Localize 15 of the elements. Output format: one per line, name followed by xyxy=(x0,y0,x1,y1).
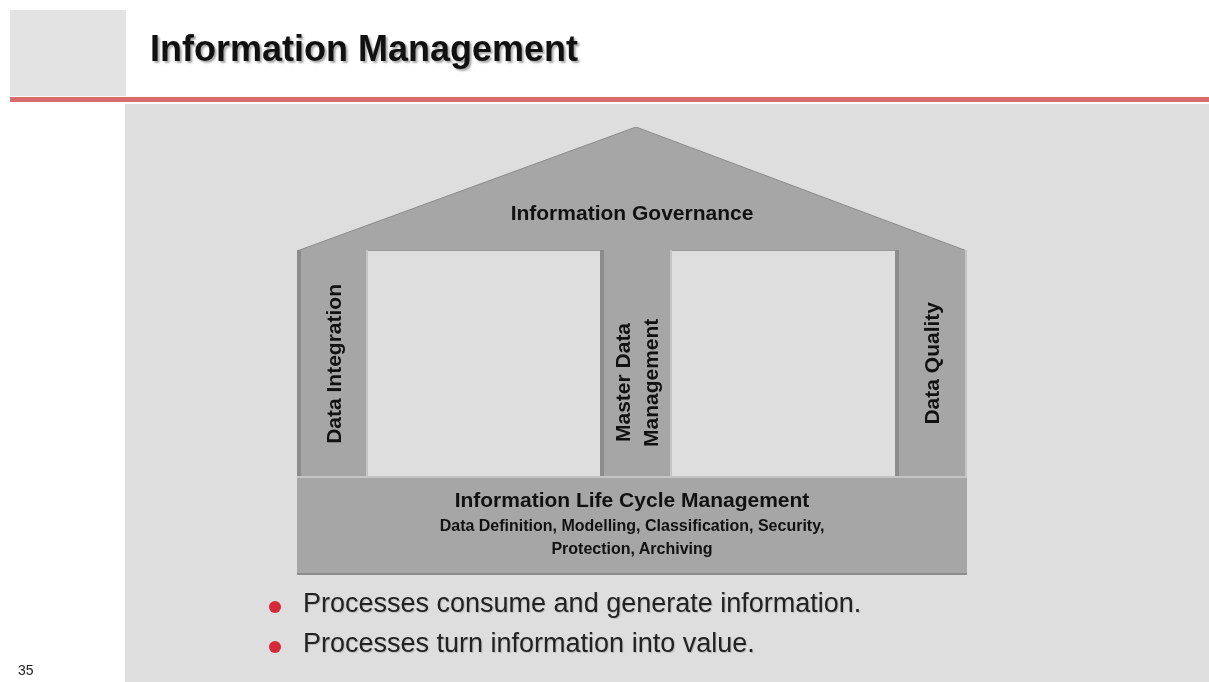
pillar xyxy=(297,250,368,477)
pillar-label: Data Integration xyxy=(320,283,346,444)
bullet-text: Processes consume and generate information. xyxy=(303,588,862,619)
page-number: 35 xyxy=(18,662,34,678)
foundation-body: Data Definition, Modelling, Classification, Security, Protection, Archiving xyxy=(438,516,826,559)
pillar xyxy=(600,250,672,477)
pillar xyxy=(895,250,967,477)
roof-triangle xyxy=(297,127,967,251)
slide-title: Information Management xyxy=(150,28,579,70)
foundation-block xyxy=(297,476,967,575)
pillar-label: Master Data Management xyxy=(610,317,663,449)
foundation-heading: Information Life Cycle Management xyxy=(454,488,810,512)
bullet-text: Processes turn information into value. xyxy=(303,628,755,659)
roof-heading: Information Governance xyxy=(509,201,755,225)
pillar-label: Data Quality xyxy=(919,302,944,425)
